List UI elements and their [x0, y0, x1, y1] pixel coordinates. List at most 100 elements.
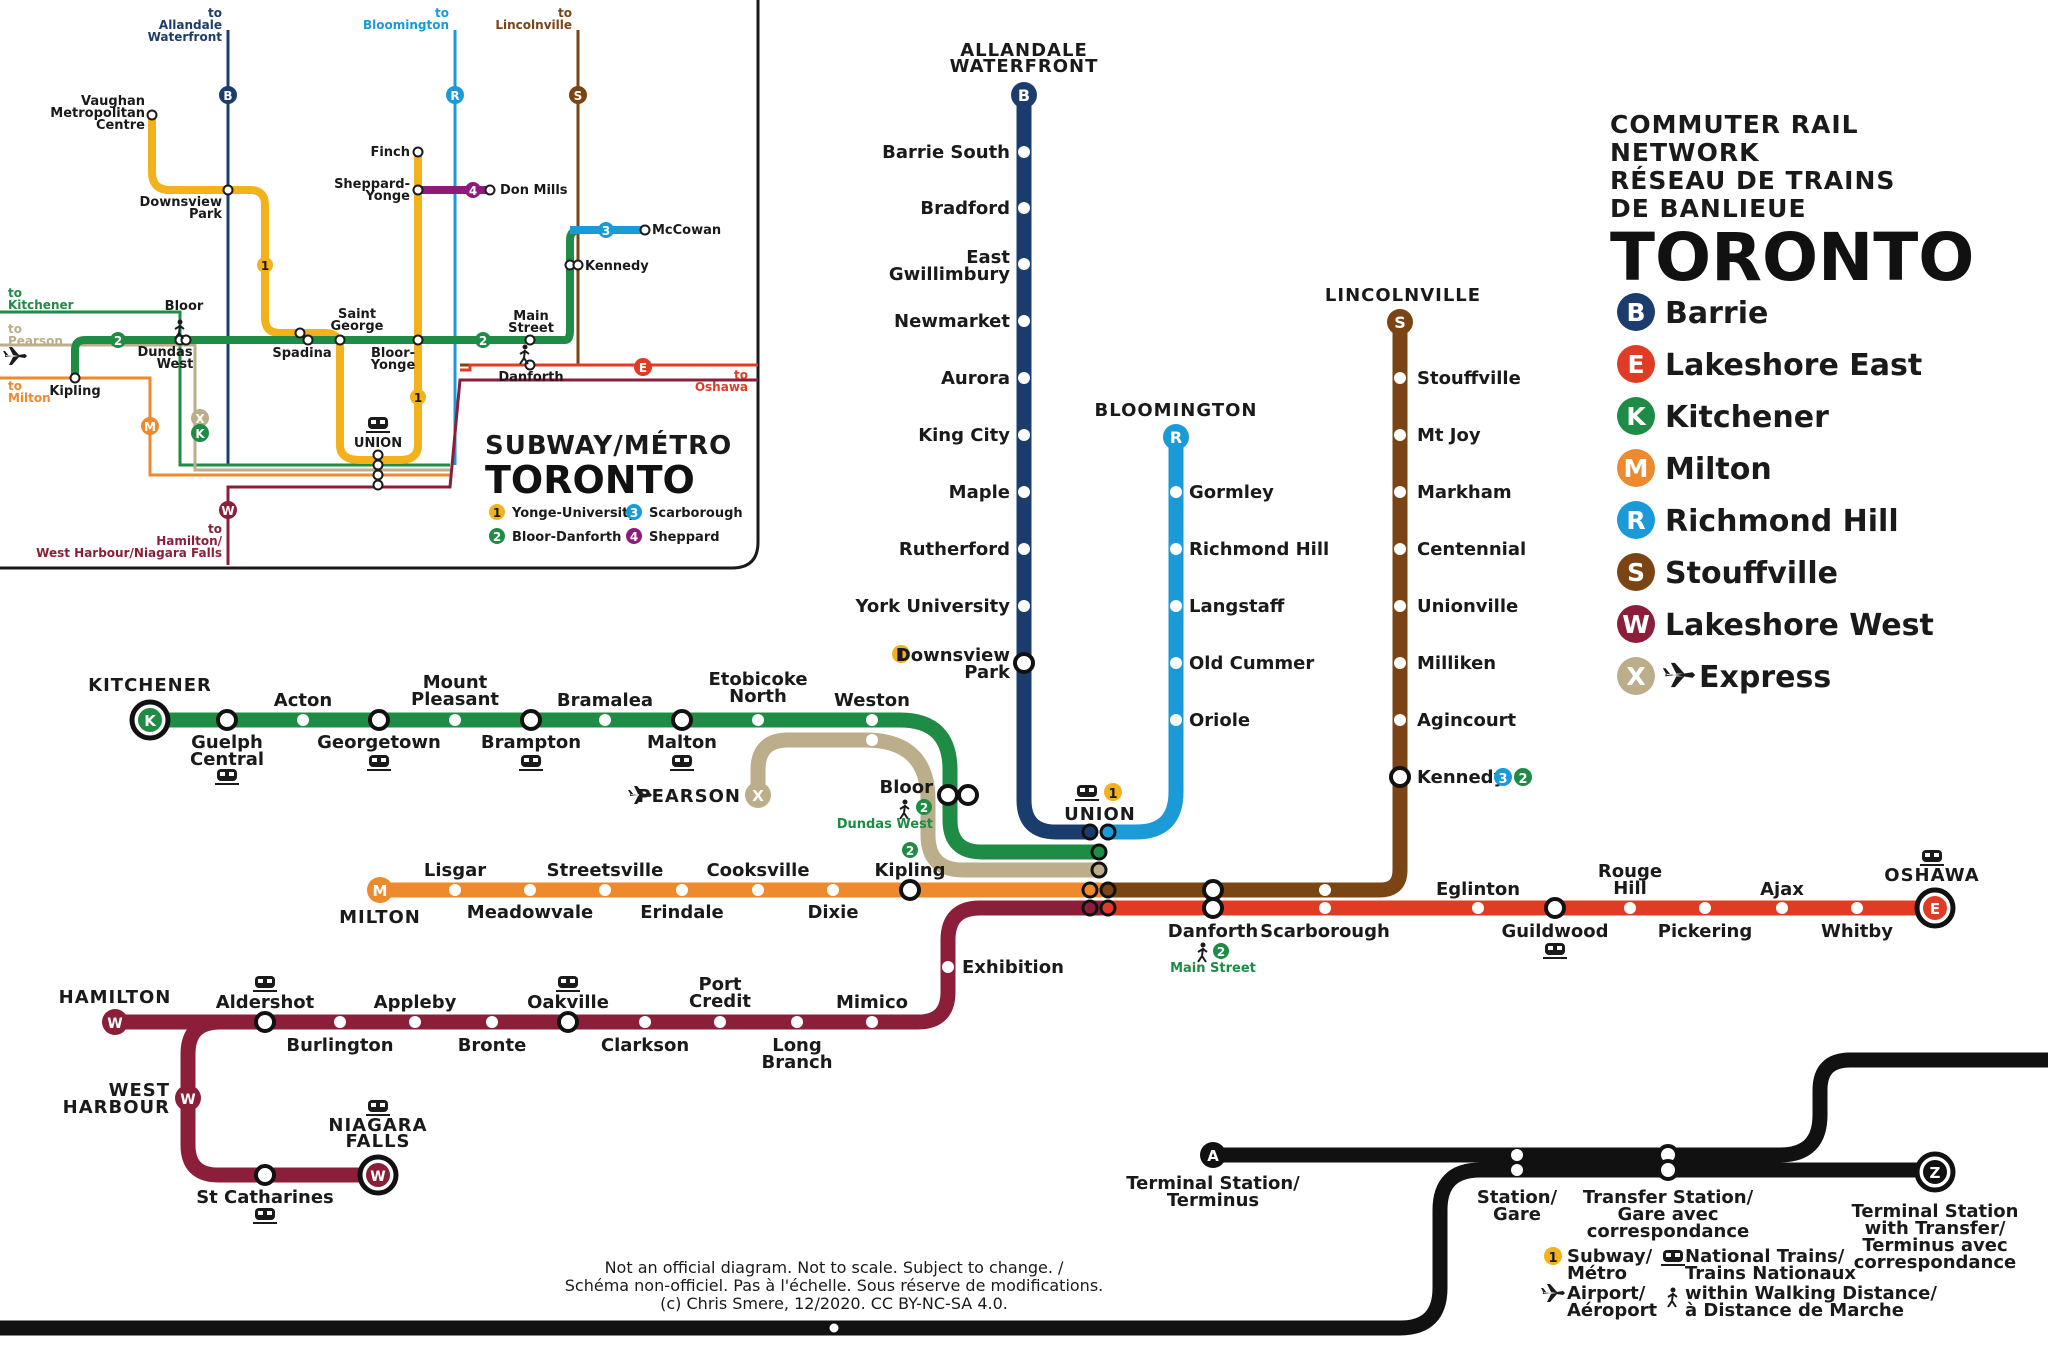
svg-text:Yonge: Yonge — [364, 189, 410, 204]
legend-badge — [1617, 449, 1655, 487]
svg-text:Pearson: Pearson — [8, 334, 63, 348]
barrie-stations — [1018, 146, 1030, 612]
svg-text:RÉSEAU DE TRAINS: RÉSEAU DE TRAINS — [1610, 166, 1895, 195]
lakeshore-east-stations — [1319, 902, 1863, 914]
svg-text:Gormley: Gormley — [1189, 482, 1274, 503]
svg-text:within Walking Distance/: within Walking Distance/ — [1685, 1283, 1937, 1304]
hamilton-terminal-badge: W — [102, 1009, 128, 1035]
svg-text:3: 3 — [630, 506, 638, 520]
svg-text:Station/: Station/ — [1477, 1187, 1558, 1208]
svg-text:Eglinton: Eglinton — [1436, 879, 1520, 900]
express-line — [750, 732, 1108, 878]
svg-text:East: East — [966, 247, 1010, 268]
svg-text:Oshawa: Oshawa — [695, 380, 748, 394]
svg-text:E: E — [1930, 900, 1940, 918]
svg-text:Sheppard-: Sheppard- — [334, 177, 410, 192]
svg-text:Waterfront: Waterfront — [148, 30, 223, 44]
title-block: COMMUTER RAIL NETWORK RÉSEAU DE TRAINS D… — [1610, 110, 1974, 296]
svg-text:Downsview: Downsview — [140, 195, 222, 210]
svg-text:WATERFRONT: WATERFRONT — [950, 56, 1099, 77]
svg-text:X: X — [752, 787, 764, 805]
map-title-city: TORONTO — [1610, 219, 1974, 296]
svg-text:Clarkson: Clarkson — [601, 1035, 689, 1056]
svg-text:2: 2 — [906, 844, 914, 858]
svg-text:Terminal Station: Terminal Station — [1852, 1201, 2019, 1222]
svg-text:HAMILTON: HAMILTON — [59, 987, 172, 1008]
svg-text:to: to — [8, 379, 22, 393]
kitchener-terminal-badge: K — [129, 699, 171, 741]
svg-text:Aurora: Aurora — [941, 368, 1010, 389]
svg-text:1: 1 — [896, 649, 905, 664]
svg-text:Centennial: Centennial — [1417, 539, 1526, 560]
svg-text:LINCOLNVILLE: LINCOLNVILLE — [1325, 285, 1481, 306]
svg-text:Bradford: Bradford — [920, 198, 1010, 219]
svg-text:Pleasant: Pleasant — [411, 689, 499, 710]
svg-text:Dundas West: Dundas West — [837, 817, 933, 832]
svg-text:Lincolnville: Lincolnville — [495, 18, 572, 32]
svg-text:2: 2 — [493, 530, 501, 544]
legend-line-name: Lakeshore West — [1665, 608, 1934, 643]
svg-text:National Trains/: National Trains/ — [1685, 1246, 1845, 1267]
inset-border — [0, 0, 760, 570]
legend-item-barrie: B Barrie — [1617, 293, 1768, 331]
svg-text:Long: Long — [772, 1035, 822, 1056]
svg-text:B: B — [1018, 86, 1030, 105]
svg-text:Brampton: Brampton — [481, 732, 581, 753]
key-terminal-transfer-sample: Z — [1914, 1151, 1956, 1193]
legend-badge — [1617, 657, 1655, 695]
legend-line-name: Lakeshore East — [1665, 348, 1922, 383]
svg-text:Kennedy: Kennedy — [1417, 767, 1506, 788]
svg-text:3: 3 — [1498, 772, 1507, 787]
inset-line-badges: B R S E M X K W — [141, 86, 652, 519]
legend-line-name: Barrie — [1665, 296, 1768, 331]
legend-badge-letter: B — [1626, 298, 1645, 327]
inset-labels: to Allandale Waterfront to Bloomington t… — [3, 6, 748, 560]
niagara-terminal-badge: W — [357, 1154, 399, 1196]
svg-text:Mt Joy: Mt Joy — [1417, 425, 1481, 446]
legend-badge-letter: W — [1622, 610, 1650, 639]
svg-text:Central: Central — [190, 749, 264, 770]
svg-text:Sheppard: Sheppard — [649, 530, 720, 545]
svg-text:Oriole: Oriole — [1189, 710, 1250, 731]
svg-text:Exhibition: Exhibition — [962, 957, 1064, 978]
svg-text:Bloor: Bloor — [165, 299, 204, 314]
svg-text:Airport/: Airport/ — [1567, 1283, 1646, 1304]
symbol-key: A Terminal Station/ Terminus Station/ Ga… — [0, 1052, 2048, 1336]
legend-item-lakeshore-east: E Lakeshore East — [1617, 345, 1922, 383]
richmond-hill-stations — [1170, 486, 1182, 726]
svg-text:Erindale: Erindale — [640, 902, 724, 923]
svg-text:Cooksville: Cooksville — [706, 860, 809, 881]
legend-badge-letter: E — [1627, 350, 1644, 379]
svg-text:York University: York University — [854, 596, 1010, 617]
svg-text:1: 1 — [1548, 1251, 1557, 1266]
svg-text:Terminal Station/: Terminal Station/ — [1126, 1173, 1300, 1194]
svg-text:Danforth: Danforth — [498, 370, 563, 385]
svg-text:M: M — [373, 882, 388, 900]
svg-text:Street: Street — [508, 321, 554, 336]
svg-text:Guildwood: Guildwood — [1501, 921, 1608, 942]
svg-text:Gare avec: Gare avec — [1617, 1204, 1718, 1225]
svg-text:R: R — [450, 89, 459, 103]
svg-text:Newmarket: Newmarket — [894, 311, 1010, 332]
svg-text:Yonge-University: Yonge-University — [511, 506, 637, 521]
svg-text:Gare: Gare — [1493, 1204, 1541, 1225]
svg-text:Trains Nationaux: Trains Nationaux — [1685, 1263, 1856, 1284]
svg-text:Downsview: Downsview — [896, 645, 1010, 666]
svg-text:Danforth: Danforth — [1168, 921, 1258, 942]
legend-badge — [1617, 501, 1655, 539]
svg-text:Stouffville: Stouffville — [1417, 368, 1521, 389]
svg-text:Burlington: Burlington — [286, 1035, 393, 1056]
legend-line-name: Stouffville — [1665, 556, 1838, 591]
svg-text:A: A — [1207, 1147, 1219, 1165]
subway-inset: 1 1 2 2 3 4 B R S E M X K W to Allandale… — [0, 0, 760, 570]
svg-text:Oakville: Oakville — [527, 992, 609, 1013]
svg-text:UNION: UNION — [1064, 804, 1136, 825]
svg-text:West Harbour/Niagara Falls: West Harbour/Niagara Falls — [36, 546, 222, 560]
svg-text:Scarborough: Scarborough — [1260, 921, 1390, 942]
svg-text:2: 2 — [479, 334, 487, 348]
barrie-line — [1016, 87, 1098, 840]
legend-line-name: Express — [1699, 660, 1831, 695]
